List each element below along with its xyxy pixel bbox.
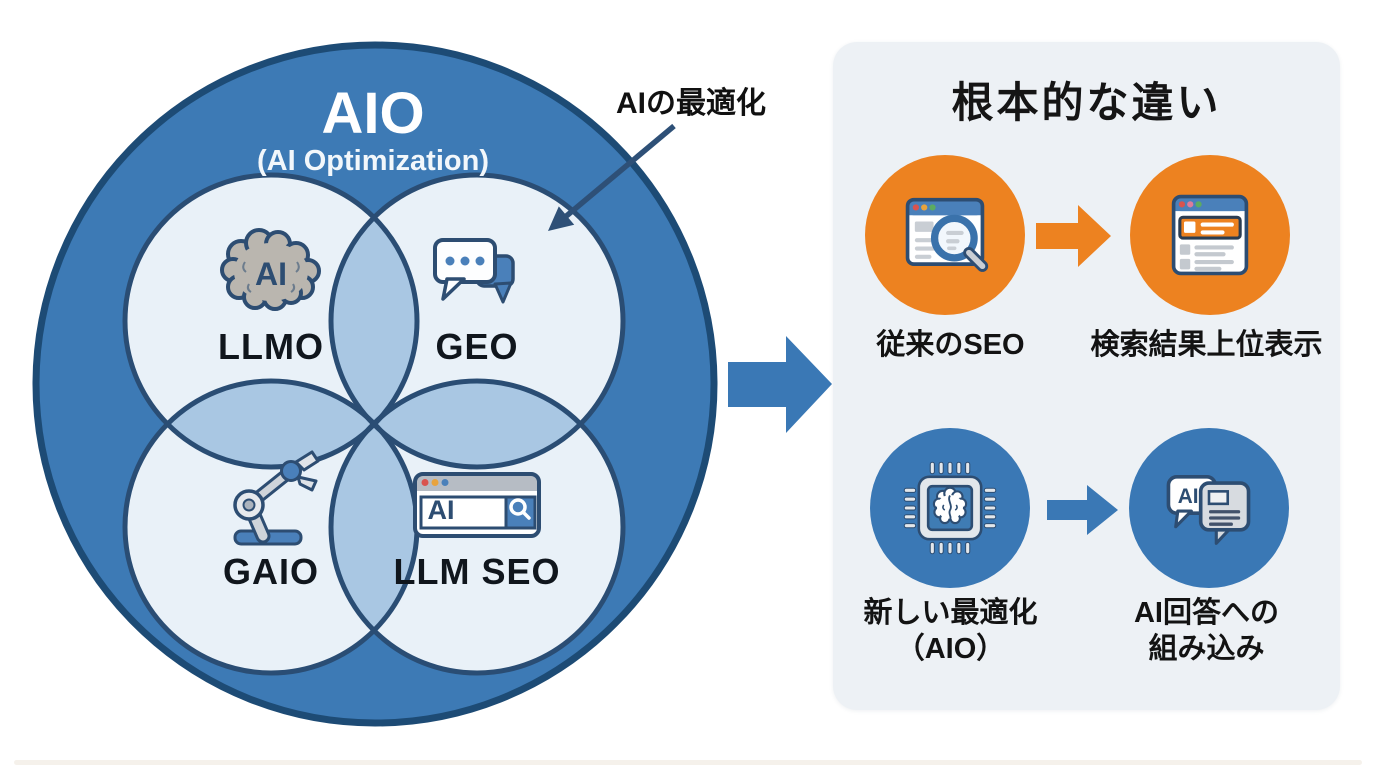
ai-chat-document-icon: AI <box>1166 474 1251 545</box>
row1-arrow <box>1036 205 1111 267</box>
brain-ai-icon: AI <box>220 228 321 311</box>
label-ai-answer-line1: AI回答への <box>1133 597 1279 629</box>
comparison-title: 根本的な違い <box>951 79 1222 126</box>
bottom-shadow <box>14 760 1362 765</box>
annotation-arrow <box>548 123 676 231</box>
label-new-optimization-line2: （AIO） <box>895 633 1006 665</box>
label-ai-answer-line2: 組み込み <box>1148 633 1265 665</box>
row2-arrow <box>1047 485 1118 535</box>
label-search-top-ranking: 検索結果上位表示 <box>1090 329 1323 361</box>
circle-label-geo: GEO <box>435 326 518 367</box>
venn-overlap-petals <box>167 217 581 631</box>
ai-bubble-label: AI <box>1178 485 1199 508</box>
browser-ai-search-icon: AI <box>413 472 541 538</box>
aio-chip-circle <box>870 428 1030 588</box>
circle-label-llmo: LLMO <box>218 326 324 367</box>
circle-label-gaio: GAIO <box>223 551 319 592</box>
label-new-optimization: 新しい最適化 （AIO） <box>833 595 1068 667</box>
chip-brain-icon <box>903 461 997 555</box>
venn-subtitle: (AI Optimization) <box>257 145 489 177</box>
robot-arm-icon <box>233 450 320 546</box>
comparison-panel: 根本的な違い <box>833 42 1340 710</box>
big-right-arrow <box>728 336 832 433</box>
browser-magnifier-icon <box>905 197 989 272</box>
ai-answer-circle: AI <box>1129 428 1289 588</box>
search-results-icon <box>1171 194 1249 276</box>
venn-diagram: AIO (AI Optimization) AI LLMO GEO <box>32 41 832 727</box>
label-new-optimization-line1: 新しい最適化 <box>863 597 1038 629</box>
circle-label-llm-seo: LLM SEO <box>394 551 561 592</box>
venn-title: AIO <box>321 81 424 146</box>
label-ai-answer-integration: AI回答への 組み込み <box>1073 595 1340 667</box>
annotation-label: AIの最適化 <box>616 86 766 120</box>
brain-ai-label: AI <box>255 256 287 292</box>
search-results-circle <box>1130 155 1290 315</box>
chat-bubbles-icon <box>433 238 515 304</box>
browser-ai-label: AI <box>428 495 455 525</box>
seo-circle <box>865 155 1025 315</box>
venn-circle-fills <box>125 175 623 673</box>
label-traditional-seo: 従来のSEO <box>876 329 1025 361</box>
